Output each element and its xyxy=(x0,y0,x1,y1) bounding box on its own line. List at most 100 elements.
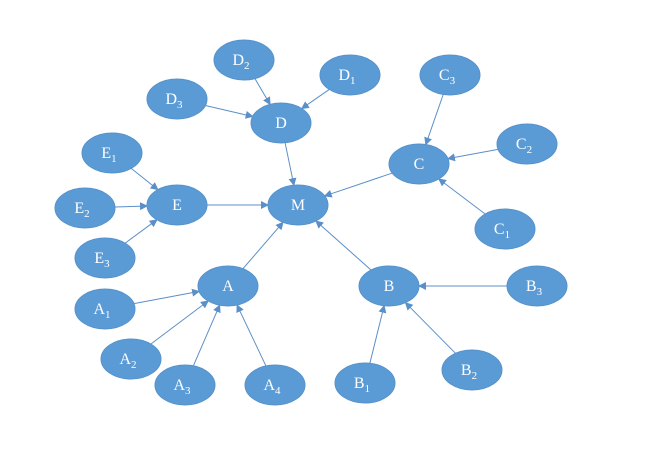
node-label: E2 xyxy=(74,200,89,220)
node-C1: C1 xyxy=(474,208,536,250)
node-label-main: C xyxy=(494,221,505,238)
node-label-subscript: 1 xyxy=(350,75,356,87)
node-label: B3 xyxy=(526,278,543,298)
node-label-subscript: 3 xyxy=(185,385,191,397)
node-label-main: E xyxy=(172,197,182,214)
node-label: A1 xyxy=(93,301,110,321)
node-A3: A3 xyxy=(154,364,216,406)
edge-C2-to-C xyxy=(446,148,499,162)
node-ellipse xyxy=(496,123,558,165)
edge-C-to-M xyxy=(323,172,393,198)
node-ellipse xyxy=(334,362,396,404)
node-label-subscript: 3 xyxy=(104,258,110,270)
edge-B-to-M xyxy=(315,220,372,271)
node-label-main: E xyxy=(74,200,84,217)
node-label-main: C xyxy=(516,136,527,153)
node-label-subscript: 4 xyxy=(275,385,281,397)
node-label-main: D xyxy=(232,52,244,69)
node-label: E3 xyxy=(94,250,110,270)
node-label-subscript: 2 xyxy=(244,60,250,72)
node-label-main: B xyxy=(354,375,365,392)
edge-D2-to-D xyxy=(254,78,271,106)
node-label: C xyxy=(414,156,425,173)
edge-A1-to-A xyxy=(133,288,201,305)
node-label-main: A xyxy=(173,377,185,394)
node-A1: A1 xyxy=(74,288,136,330)
node-ellipse xyxy=(100,338,162,380)
node-label: D xyxy=(275,115,287,132)
edge-D-to-M xyxy=(284,142,297,187)
node-D3: D3 xyxy=(146,78,208,120)
node-label-main: A xyxy=(93,301,105,318)
node-label: A3 xyxy=(173,377,191,397)
node-E2: E2 xyxy=(54,187,116,229)
edge-E1-to-E xyxy=(130,167,159,191)
node-C: C xyxy=(388,143,450,185)
edge-C1-to-C xyxy=(438,178,486,215)
node-label-main: D xyxy=(275,115,287,132)
node-ellipse xyxy=(244,364,306,406)
node-ellipse xyxy=(474,208,536,250)
node-ellipse xyxy=(74,237,136,279)
node-C3: C3 xyxy=(419,54,481,96)
node-label-subscript: 3 xyxy=(177,99,183,111)
node-label: C3 xyxy=(439,67,456,87)
node-ellipse xyxy=(146,78,208,120)
edge-D1-to-D xyxy=(300,89,330,110)
node-A2: A2 xyxy=(100,338,162,380)
node-label-main: A xyxy=(263,377,275,394)
edge-A2-to-A xyxy=(150,300,209,345)
node-label-subscript: 1 xyxy=(365,383,371,395)
node-ellipse xyxy=(81,132,143,174)
node-ellipse xyxy=(74,288,136,330)
node-label: A2 xyxy=(119,351,136,371)
node-label-subscript: 2 xyxy=(84,208,90,220)
node-label: E1 xyxy=(101,145,116,165)
node-label: B2 xyxy=(461,362,477,382)
node-label-subscript: 3 xyxy=(450,75,456,87)
edge-A4-to-A xyxy=(236,304,267,367)
node-ellipse xyxy=(388,143,450,185)
edge-A3-to-A xyxy=(192,304,221,366)
node-label-subscript: 1 xyxy=(105,309,111,321)
node-D2: D2 xyxy=(213,39,275,81)
node-label-main: M xyxy=(291,197,305,214)
node-label-subscript: 1 xyxy=(505,229,511,241)
node-ellipse xyxy=(213,39,275,81)
node-ellipse xyxy=(319,54,381,96)
node-B2: B2 xyxy=(441,349,503,391)
node-ellipse xyxy=(250,102,312,144)
node-label-main: E xyxy=(101,145,111,162)
node-label-main: A xyxy=(222,278,234,295)
node-label: D3 xyxy=(165,91,183,111)
edge-D3-to-D xyxy=(205,105,254,119)
node-label: E xyxy=(172,197,182,214)
edge-C3-to-C xyxy=(424,94,444,146)
node-ellipse xyxy=(54,187,116,229)
node-M: M xyxy=(267,184,329,226)
edge-B1-to-B xyxy=(369,304,387,364)
node-label: B xyxy=(384,278,395,295)
node-E1: E1 xyxy=(81,132,143,174)
edge-E2-to-E xyxy=(114,202,149,211)
node-label-main: A xyxy=(119,351,131,368)
edge-E3-to-E xyxy=(124,219,158,244)
node-ellipse xyxy=(506,265,568,307)
node-ellipse xyxy=(197,265,259,307)
node-ellipse xyxy=(441,349,503,391)
node-E3: E3 xyxy=(74,237,136,279)
node-B1: B1 xyxy=(334,362,396,404)
node-ellipse xyxy=(154,364,216,406)
node-A4: A4 xyxy=(244,364,306,406)
edge-A-to-M xyxy=(242,221,284,269)
node-label-main: D xyxy=(338,67,350,84)
node-label-subscript: 1 xyxy=(111,153,117,165)
node-label-main: C xyxy=(414,156,425,173)
node-label-subscript: 2 xyxy=(527,144,533,156)
node-A: A xyxy=(197,265,259,307)
node-D1: D1 xyxy=(319,54,381,96)
node-label: D1 xyxy=(338,67,355,87)
node-label: B1 xyxy=(354,375,370,395)
edge-B2-to-B xyxy=(404,301,456,354)
